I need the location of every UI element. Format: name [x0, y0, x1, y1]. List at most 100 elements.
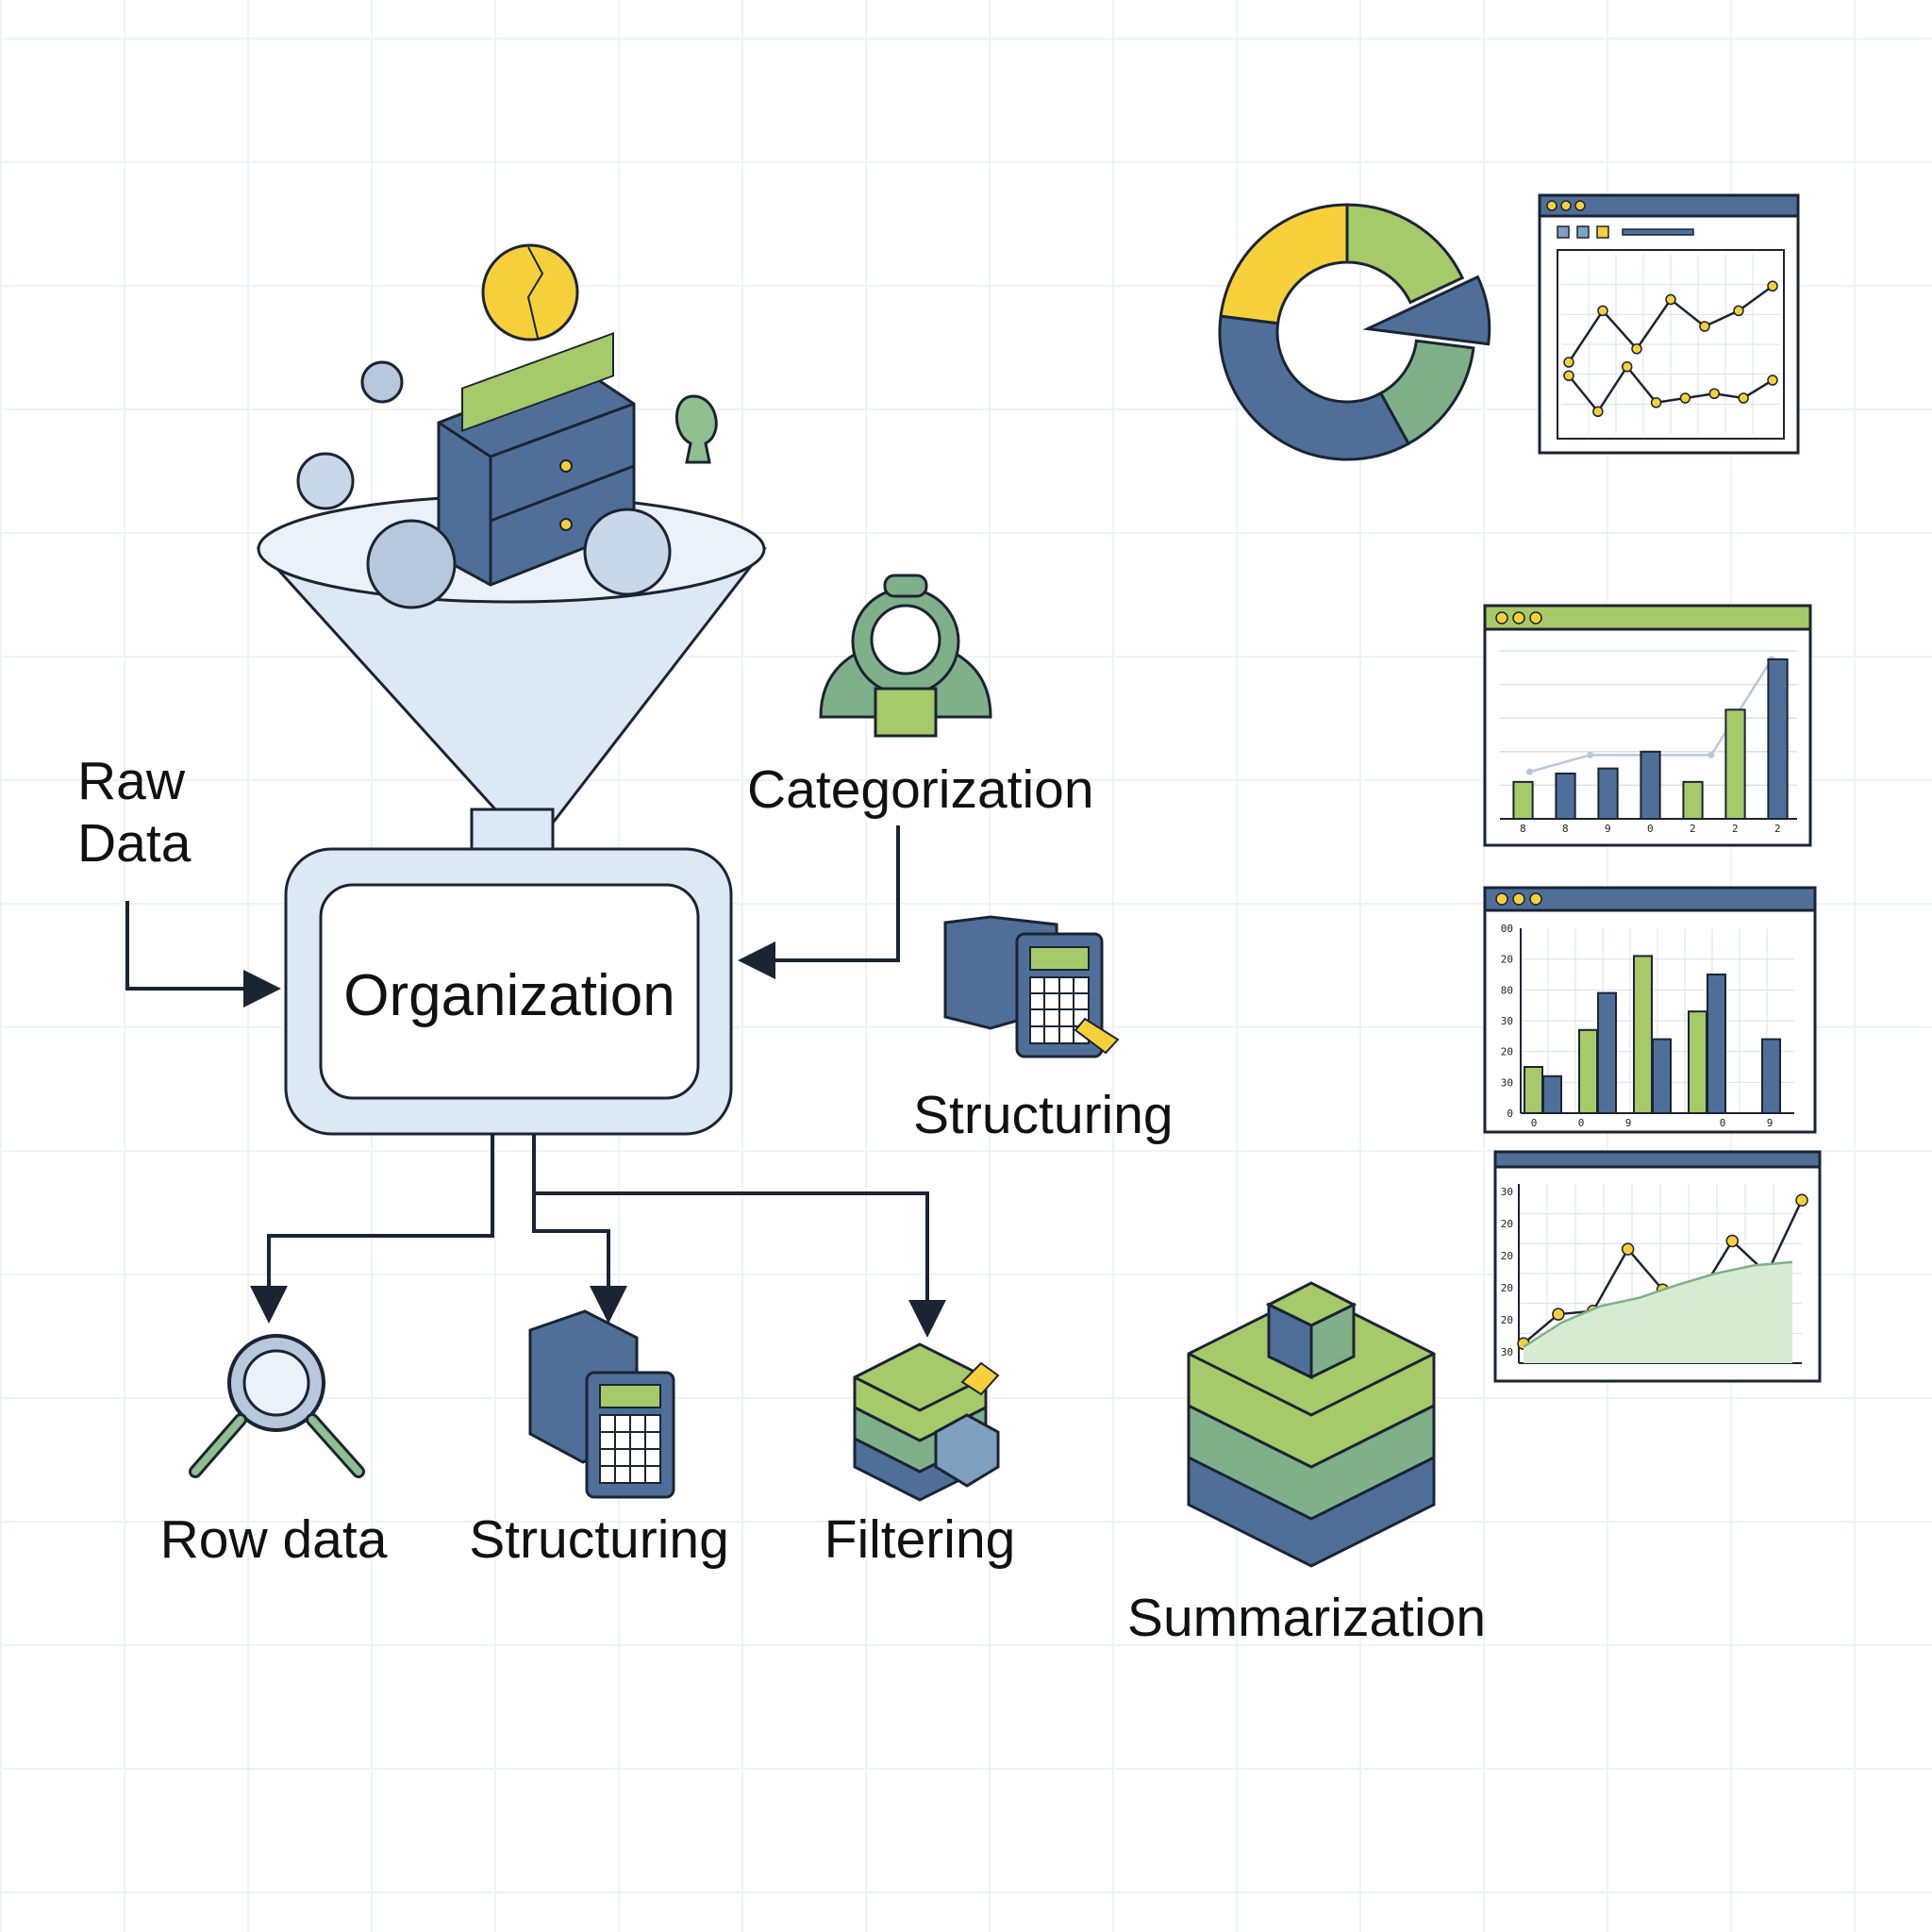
organization-label: Organization [343, 963, 675, 1028]
data-point [1592, 406, 1604, 417]
bar [1724, 708, 1746, 820]
bar [1597, 767, 1619, 820]
y-tick-label: 00 [1501, 923, 1513, 935]
bar [1633, 955, 1653, 1115]
series-line [1523, 1260, 1793, 1348]
data-point [1552, 1307, 1565, 1321]
y-tick-label: 20 [1501, 1250, 1513, 1262]
x-tick-label: 9 [1767, 1117, 1774, 1129]
organization-box [284, 847, 733, 1136]
data-point [1631, 343, 1642, 355]
data-point [1767, 280, 1778, 291]
data-point [1563, 357, 1574, 368]
trend-point [1707, 751, 1715, 758]
area-fill [1524, 1261, 1792, 1363]
y-tick-label: 30 [1501, 1186, 1513, 1198]
person-search-icon [819, 574, 992, 738]
data-point [1665, 293, 1676, 306]
y-tick-label: 30 [1501, 1346, 1513, 1358]
bar [1761, 1038, 1781, 1114]
x-tick-label: 8 [1562, 823, 1569, 835]
y-tick-label: 20 [1501, 1046, 1513, 1058]
bar [1682, 780, 1704, 821]
line-chart-window-2: 30 20 20 20 20 30 [1493, 1150, 1822, 1383]
y-tick-label: 0 [1507, 1108, 1513, 1120]
bar [1652, 1038, 1672, 1114]
bar [1640, 750, 1661, 820]
trend-point [1587, 751, 1594, 758]
magnifier-icon [189, 1334, 365, 1478]
data-point [1733, 305, 1744, 317]
y-tick-label: 30 [1501, 1015, 1513, 1027]
x-tick-label: 2 [1690, 823, 1696, 835]
data-point [1767, 375, 1778, 386]
row-data-label: Row data [159, 1509, 388, 1570]
raw-data-label-line-2: Data [77, 812, 192, 874]
bar [1767, 658, 1789, 821]
x-tick-label: 0 [1531, 1117, 1538, 1129]
data-point [1725, 1234, 1739, 1248]
bar [1524, 1066, 1543, 1114]
structuring-label-right: Structuring [913, 1085, 1174, 1145]
data-point [1679, 392, 1691, 404]
line-chart-window-1 [1538, 193, 1800, 455]
data-point [1738, 392, 1749, 404]
bar-chart-window-1: 8 8 9 0 2 2 2 [1483, 604, 1812, 847]
bar [1578, 1028, 1598, 1115]
y-tick-label: 80 [1501, 984, 1513, 996]
trend-point [1526, 768, 1533, 775]
raw-data-label-line-1: Raw [77, 751, 186, 811]
donut-chart [1218, 203, 1491, 461]
x-tick-label: 0 [1647, 823, 1654, 835]
data-point [1563, 370, 1574, 381]
pie-slice [1219, 203, 1349, 325]
filtering-label: Filtering [824, 1509, 1016, 1570]
bar [1688, 1010, 1707, 1114]
raw-data-label: Raw Data [77, 751, 191, 874]
bar [1512, 780, 1534, 821]
data-point [1650, 397, 1662, 408]
pie-slice [1345, 203, 1465, 305]
data-point [1699, 321, 1710, 332]
calculator-icon [943, 915, 1120, 1058]
data-point [1708, 388, 1721, 399]
connector-arrows [125, 825, 946, 1338]
y-tick-label: 30 [1501, 1076, 1513, 1089]
x-tick-label: 2 [1774, 823, 1781, 835]
y-tick-label: 20 [1501, 1282, 1513, 1294]
data-point [1597, 305, 1608, 317]
file-cabinet-icon [437, 332, 636, 587]
data-point [1621, 361, 1633, 373]
calculator-icon [528, 1309, 675, 1499]
x-tick-label: 8 [1520, 823, 1526, 835]
pie-slice [1218, 314, 1411, 461]
summarization-label: Summarization [1126, 1588, 1487, 1648]
data-point [1795, 1193, 1808, 1208]
pie-slice [1362, 275, 1491, 346]
bar-chart-1-plot: 8 8 9 0 2 2 2 [1500, 650, 1797, 835]
x-tick-label: 0 [1720, 1117, 1726, 1129]
bar [1597, 991, 1617, 1114]
x-tick-label: 9 [1625, 1117, 1632, 1129]
y-tick-label: 20 [1501, 954, 1513, 966]
categorization-label: Categorization [747, 759, 1094, 820]
data-point [1621, 1242, 1635, 1256]
cube-icon [1265, 1281, 1357, 1380]
line-chart-2-plot: 30 20 20 20 20 30 [1501, 1184, 1808, 1364]
x-tick-label: 9 [1605, 823, 1611, 835]
structuring-label-bottom: Structuring [469, 1509, 729, 1570]
x-tick-label: 2 [1732, 823, 1739, 835]
bar [1542, 1074, 1562, 1115]
summarization-stack-icon [1187, 1281, 1436, 1568]
bar [1707, 974, 1726, 1114]
data-globe-icon [296, 243, 718, 609]
layers-icon [853, 1342, 1000, 1502]
y-tick-label: 20 [1501, 1314, 1513, 1326]
y-tick-label: 20 [1501, 1218, 1513, 1230]
line-chart-1-plot [1561, 255, 1780, 434]
bar [1555, 772, 1576, 821]
x-tick-label: 0 [1578, 1117, 1585, 1129]
